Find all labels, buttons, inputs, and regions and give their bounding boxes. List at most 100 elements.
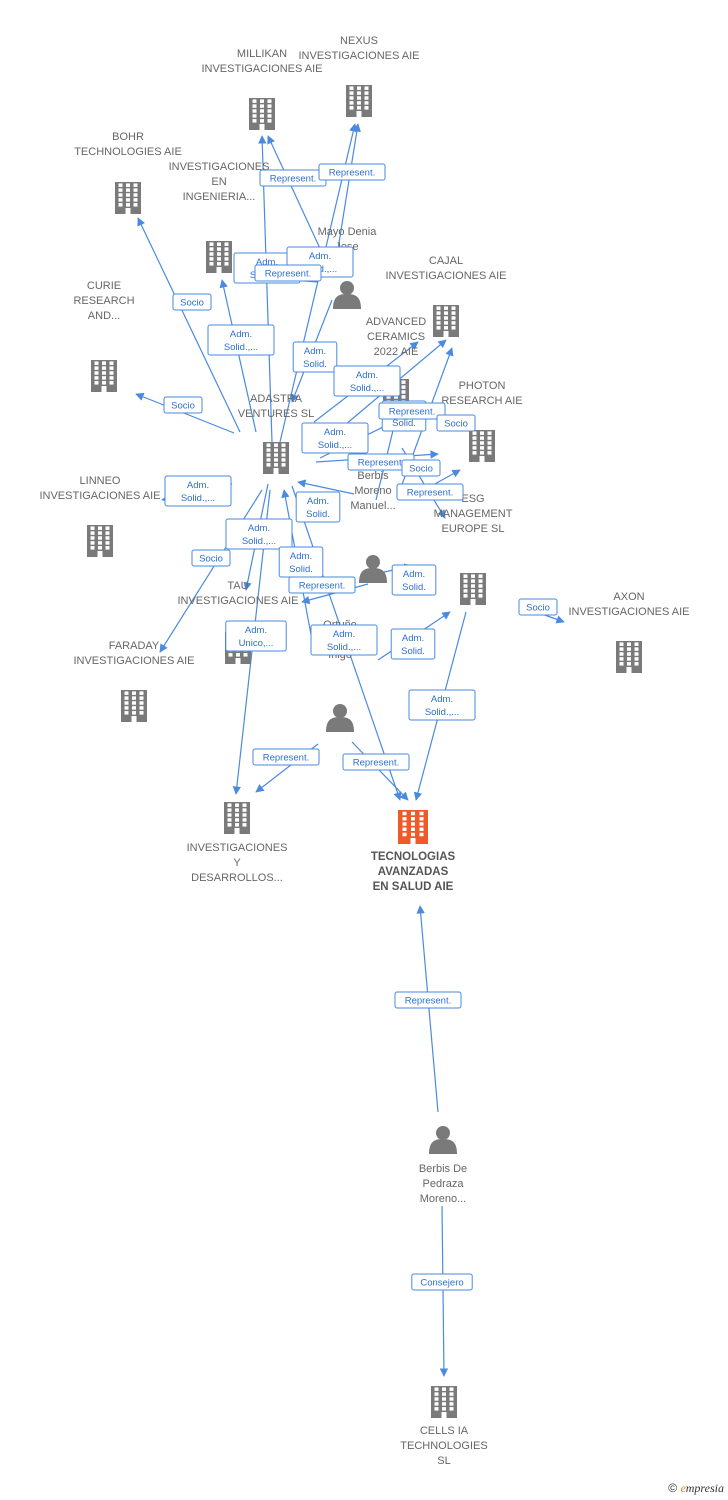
edge-label-adastra-to-advanced[interactable]: Adm.Solid.,... (333, 365, 401, 397)
building-icon (121, 690, 147, 722)
edge-label-berbism-to-photon[interactable]: Represent. (396, 483, 464, 501)
edge-label-box (411, 1273, 473, 1291)
node-cells-label-line: SL (437, 1455, 450, 1467)
edge-label-berbism-to-cajal[interactable]: Socio (436, 414, 476, 432)
edge-label-text: Socio (526, 603, 550, 614)
edge-label-esg-to-tau[interactable]: Adm.Solid. (390, 628, 436, 660)
edge-label-box (292, 341, 338, 373)
edge-label-text: Adm. (356, 370, 378, 381)
edge-label-mayo-to-ing[interactable]: Represent. (254, 264, 322, 282)
edge-label-box (295, 491, 341, 523)
node-nexus-label-line: NEXUS (340, 35, 378, 47)
edge-label-adastra-to-millikan[interactable]: Represent. (259, 169, 327, 187)
building-icon (469, 430, 495, 462)
node-cells-label-line: TECHNOLOGIES (400, 1440, 487, 1452)
node-ing-label-line: INGENIERIA... (183, 191, 256, 203)
node-ing-label-line: EN (211, 176, 226, 188)
edge-label-adastra-to-cajal[interactable]: Adm.Solid.,... (301, 422, 369, 454)
node-axon[interactable]: AXON INVESTIGACIONES AIE (568, 591, 690, 673)
edge-label-box (391, 564, 437, 596)
edge-label-text: Represent. (353, 758, 399, 769)
edge-label-text: Solid. (401, 646, 425, 657)
node-adastra-label-line: VENTURES SL (238, 408, 314, 420)
edge-mayo-to-nexus (334, 123, 361, 269)
node-axon-label-line: INVESTIGACIONES AIE (568, 606, 689, 618)
edge-label-text: Adm. (245, 625, 267, 636)
node-curie-label-line: AND... (88, 310, 120, 322)
node-photon-label-line: RESEARCH AIE (441, 395, 522, 407)
edge-adastra-to-bohr (137, 217, 241, 433)
edge-label-text: Socio (444, 419, 468, 430)
node-adastra-label-line: ADASTRA (250, 393, 303, 405)
node-berbisd[interactable]: Berbis DePedrazaMoreno... (419, 1126, 467, 1205)
edge-label-esg-to-axon[interactable]: Socio (518, 598, 558, 616)
edge-label-text: Represent. (265, 269, 311, 280)
edge-adastra-to-faraday (159, 489, 263, 653)
edge-label-berbisd-to-cells[interactable]: Consejero (411, 1273, 473, 1291)
edge-label-text: Represent. (389, 407, 435, 418)
edge-label-berbism-to-adastra[interactable]: Adm.Solid. (295, 491, 341, 523)
node-berbism-label-line: Manuel... (350, 500, 395, 512)
node-linneo-label-line: LINNEO (80, 475, 121, 487)
edge-label-esg-to-tecnologias[interactable]: Adm.Solid.,... (408, 689, 476, 721)
edge-berbism-to-adastra (297, 479, 355, 495)
edge-label-text: Represent. (263, 753, 309, 764)
node-cajal-label-line: INVESTIGACIONES AIE (385, 270, 506, 282)
edge-label-adastra-to-tau[interactable]: Adm.Solid.,... (225, 518, 293, 550)
node-tau-label-line: INVESTIGACIONES AIE (177, 595, 298, 607)
edge-label-berbism-to-advanced[interactable]: Represent. (378, 402, 446, 420)
node-millikan-label-line: MILLIKAN (237, 48, 287, 60)
edge-label-adastra-to-linneo[interactable]: Adm.Solid.,... (164, 475, 232, 507)
edge-label-ortuno-to-adastra[interactable]: Adm.Solid. (278, 546, 324, 578)
node-ing-label-line: INVESTIGACIONES (169, 161, 270, 173)
edge-label-text: Solid.,... (181, 493, 215, 504)
edge-label-mayo-to-adastra[interactable]: Adm.Solid. (292, 341, 338, 373)
node-adastra[interactable]: ADASTRA VENTURES SL (238, 393, 314, 474)
node-faraday-label-line: INVESTIGACIONES AIE (73, 655, 194, 667)
edge-label-text: Adm. (431, 694, 453, 705)
edge-label-berbism-to-esg[interactable]: Socio (401, 459, 441, 477)
edge-label-adastra-to-iyd[interactable]: Adm.Unico,... (225, 620, 287, 652)
edge-label-box (254, 264, 322, 282)
edge-label-adastra-to-faraday[interactable]: Socio (191, 549, 231, 567)
node-ing[interactable]: INVESTIGACIONES EN INGENIERIA... (169, 161, 270, 273)
node-axon-label-line: AXON (613, 591, 644, 603)
copyright-symbol: © (668, 1481, 678, 1495)
building-icon (224, 802, 250, 834)
edge-label-box (310, 624, 378, 656)
person-icon (429, 1126, 457, 1154)
edge-label-adastra-to-bohr[interactable]: Socio (172, 293, 212, 311)
edge-label-adastra-to-esg[interactable]: Represent. (347, 453, 415, 471)
edge-label-adastra-to-curie[interactable]: Socio (163, 396, 203, 414)
edge-label-text: Adm. (333, 629, 355, 640)
edge-label-ortuno-to-tecnologias[interactable]: Adm.Solid.,... (310, 624, 378, 656)
edge-label-box (436, 414, 476, 432)
edge-label-text: Adm. (403, 569, 425, 580)
edge-label-adastra-to-ing[interactable]: Adm.Solid.,... (207, 324, 275, 356)
edge-label-berbism-to-esg[interactable]: Adm.Solid. (391, 564, 437, 596)
edge-label-text: Represent. (299, 581, 345, 592)
node-curie[interactable]: CURIERESEARCHAND... (73, 280, 135, 392)
edge-label-ortuno-to-iyd[interactable]: Represent. (252, 748, 320, 766)
edge-label-berbism-to-tau[interactable]: Represent. (288, 576, 356, 594)
node-berbism[interactable]: BerbisMorenoManuel... (350, 470, 396, 583)
edge-label-box (408, 689, 476, 721)
edge-label-ortuno-to-tecnologias[interactable]: Represent. (342, 753, 410, 771)
edge-label-box (318, 163, 386, 181)
edge-label-text: Solid. (289, 564, 313, 575)
node-iyd[interactable]: INVESTIGACIONESYDESARROLLOS... (187, 802, 288, 884)
edge-label-berbisd-to-tecnologias[interactable]: Represent. (394, 991, 462, 1009)
building-icon (249, 98, 275, 130)
edge-label-adastra-to-nexus[interactable]: Represent. (318, 163, 386, 181)
person-icon (333, 281, 361, 309)
